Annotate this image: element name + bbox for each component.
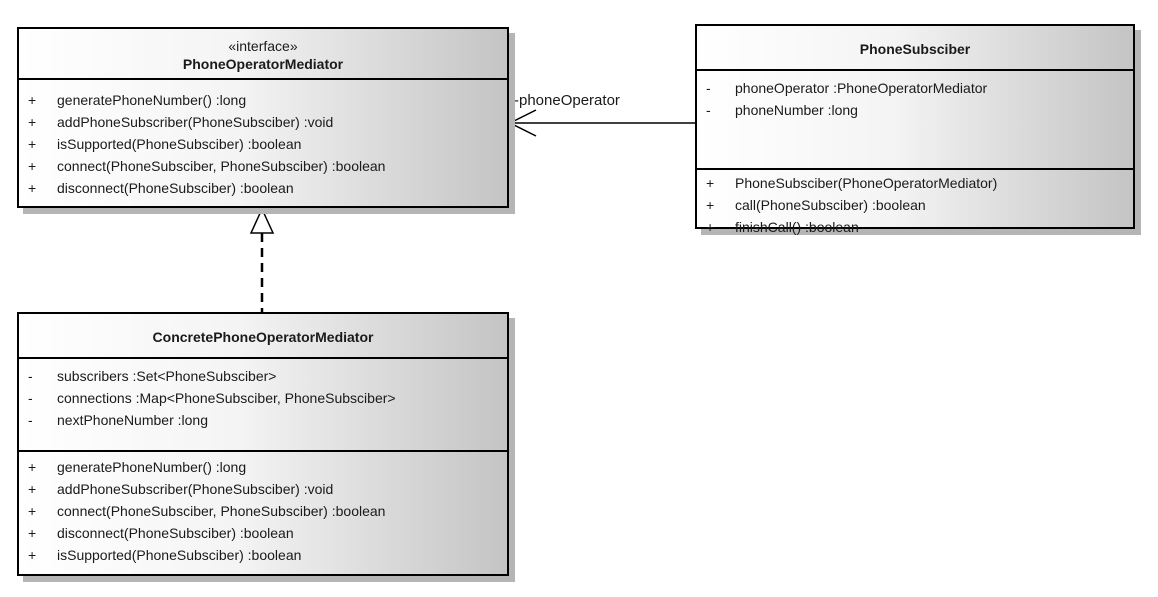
interface-phone-operator-mediator[interactable]: «interface» PhoneOperatorMediator + gener… — [17, 27, 509, 208]
visibility-marker: + — [28, 136, 37, 152]
interface-stereotype: «interface» — [228, 38, 298, 54]
operation-text: generatePhoneNumber() :long — [57, 92, 247, 108]
visibility-marker: + — [28, 547, 37, 563]
visibility-marker: + — [28, 180, 37, 196]
visibility-marker: + — [706, 175, 715, 191]
operation-text: isSupported(PhoneSubsciber) :boolean — [57, 547, 302, 563]
attribute-text: phoneOperator :PhoneOperatorMediator — [735, 80, 988, 96]
visibility-marker: + — [28, 525, 37, 541]
attribute-text: phoneNumber :long — [735, 102, 858, 118]
concrete-operation: + isSupported(PhoneSubsciber) :boolean — [19, 544, 507, 566]
visibility-marker: + — [28, 92, 37, 108]
subscriber-attributes: - phoneOperator :PhoneOperatorMediator - p… — [697, 71, 1133, 170]
operation-text: connect(PhoneSubsciber, PhoneSubsciber) … — [57, 158, 386, 174]
concrete-header: ConcretePhoneOperatorMediator — [19, 314, 507, 359]
visibility-marker: + — [28, 114, 37, 130]
operation-text: PhoneSubsciber(PhoneOperatorMediator) — [735, 175, 998, 191]
interface-operations: + generatePhoneNumber() :long + addPhoneSu… — [19, 80, 507, 199]
operation-text: call(PhoneSubsciber) :boolean — [735, 197, 926, 213]
subscriber-header: PhoneSubsciber — [697, 26, 1133, 71]
concrete-operation: + generatePhoneNumber() :long — [19, 456, 507, 478]
visibility-marker: + — [28, 459, 37, 475]
subscriber-operations: + PhoneSubsciber(PhoneOperatorMediator) +… — [697, 170, 1133, 238]
interface-operation: + isSupported(PhoneSubsciber) :boolean — [19, 133, 507, 155]
operation-text: finishCall() :boolean — [735, 219, 859, 235]
visibility-marker: + — [28, 503, 37, 519]
concrete-name: ConcretePhoneOperatorMediator — [152, 329, 374, 345]
subscriber-name: PhoneSubsciber — [859, 41, 971, 57]
interface-operation: + connect(PhoneSubsciber, PhoneSubsciber)… — [19, 155, 507, 177]
visibility-marker: + — [28, 158, 37, 174]
concrete-operation: + addPhoneSubscriber(PhoneSubsciber) :voi… — [19, 478, 507, 500]
visibility-marker: + — [706, 219, 715, 235]
class-phone-subsciber[interactable]: PhoneSubsciber - phoneOperator :PhoneOper… — [695, 24, 1135, 235]
operation-text: disconnect(PhoneSubsciber) :boolean — [57, 525, 294, 541]
visibility-marker: - — [28, 390, 33, 406]
class-concrete-phone-operator-mediator[interactable]: ConcretePhoneOperatorMediator - subscribe… — [17, 312, 509, 576]
attribute-text: nextPhoneNumber :long — [57, 412, 208, 428]
realization-triangle — [249, 207, 275, 234]
visibility-marker: + — [706, 197, 715, 213]
association-arrowhead — [508, 109, 537, 137]
subscriber-operation: + PhoneSubsciber(PhoneOperatorMediator) — [697, 172, 1133, 194]
visibility-marker: - — [706, 80, 711, 96]
attribute-text: connections :Map<PhoneSubsciber, PhoneSu… — [57, 390, 396, 406]
visibility-marker: + — [28, 481, 37, 497]
association-role-label: -phoneOperator — [514, 92, 620, 109]
subscriber-attribute: - phoneOperator :PhoneOperatorMediator — [697, 77, 1133, 99]
interface-name: PhoneOperatorMediator — [182, 56, 344, 72]
concrete-operation: + connect(PhoneSubsciber, PhoneSubsciber)… — [19, 500, 507, 522]
operation-text: addPhoneSubscriber(PhoneSubsciber) :void — [57, 114, 334, 130]
interface-operation: + addPhoneSubscriber(PhoneSubsciber) :voi… — [19, 111, 507, 133]
operation-text: isSupported(PhoneSubsciber) :boolean — [57, 136, 302, 152]
interface-operation: + disconnect(PhoneSubsciber) :boolean — [19, 177, 507, 199]
subscriber-operation: + finishCall() :boolean — [697, 216, 1133, 238]
attribute-text: subscribers :Set<PhoneSubsciber> — [57, 368, 277, 384]
interface-header: «interface» PhoneOperatorMediator — [19, 29, 507, 80]
visibility-marker: - — [28, 368, 33, 384]
visibility-marker: - — [706, 102, 711, 118]
subscriber-operation: + call(PhoneSubsciber) :boolean — [697, 194, 1133, 216]
concrete-operation: + disconnect(PhoneSubsciber) :boolean — [19, 522, 507, 544]
subscriber-attribute: - phoneNumber :long — [697, 99, 1133, 121]
concrete-attribute: - subscribers :Set<PhoneSubsciber> — [19, 365, 507, 387]
concrete-attribute: - connections :Map<PhoneSubsciber, PhoneS… — [19, 387, 507, 409]
concrete-attribute: - nextPhoneNumber :long — [19, 409, 507, 431]
interface-operation: + generatePhoneNumber() :long — [19, 89, 507, 111]
concrete-attributes: - subscribers :Set<PhoneSubsciber> - conne… — [19, 359, 507, 452]
operation-text: disconnect(PhoneSubsciber) :boolean — [57, 180, 294, 196]
operation-text: addPhoneSubscriber(PhoneSubsciber) :void — [57, 481, 334, 497]
visibility-marker: - — [28, 412, 33, 428]
concrete-operations: + generatePhoneNumber() :long + addPhoneSu… — [19, 452, 507, 566]
operation-text: generatePhoneNumber() :long — [57, 459, 247, 475]
operation-text: connect(PhoneSubsciber, PhoneSubsciber) … — [57, 503, 386, 519]
